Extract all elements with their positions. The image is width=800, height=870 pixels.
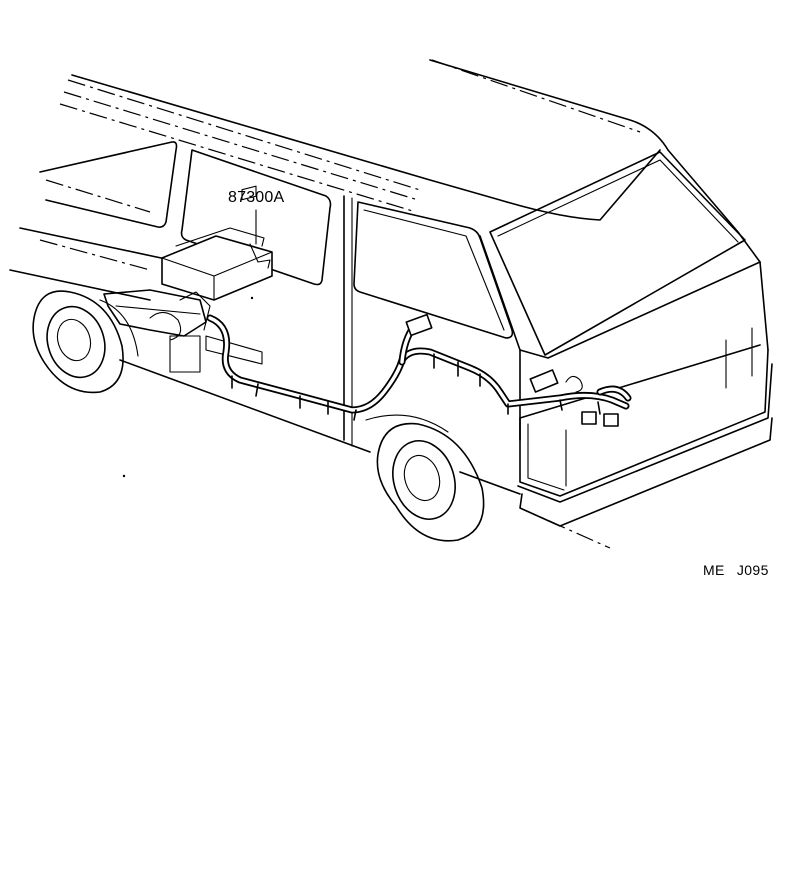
reference-code-prefix: ME [703,562,725,578]
dot [250,296,254,300]
reference-code-number: J095 [736,562,769,578]
wire-harness-icon [206,313,632,427]
van-body [9,59,773,549]
front-wheel [32,290,139,394]
reference-code: ME J095 [703,562,769,578]
control-unit-icon [103,185,273,373]
rear-wheel [365,414,485,542]
part-number-label: 87300A [228,189,285,206]
dot [122,474,126,478]
